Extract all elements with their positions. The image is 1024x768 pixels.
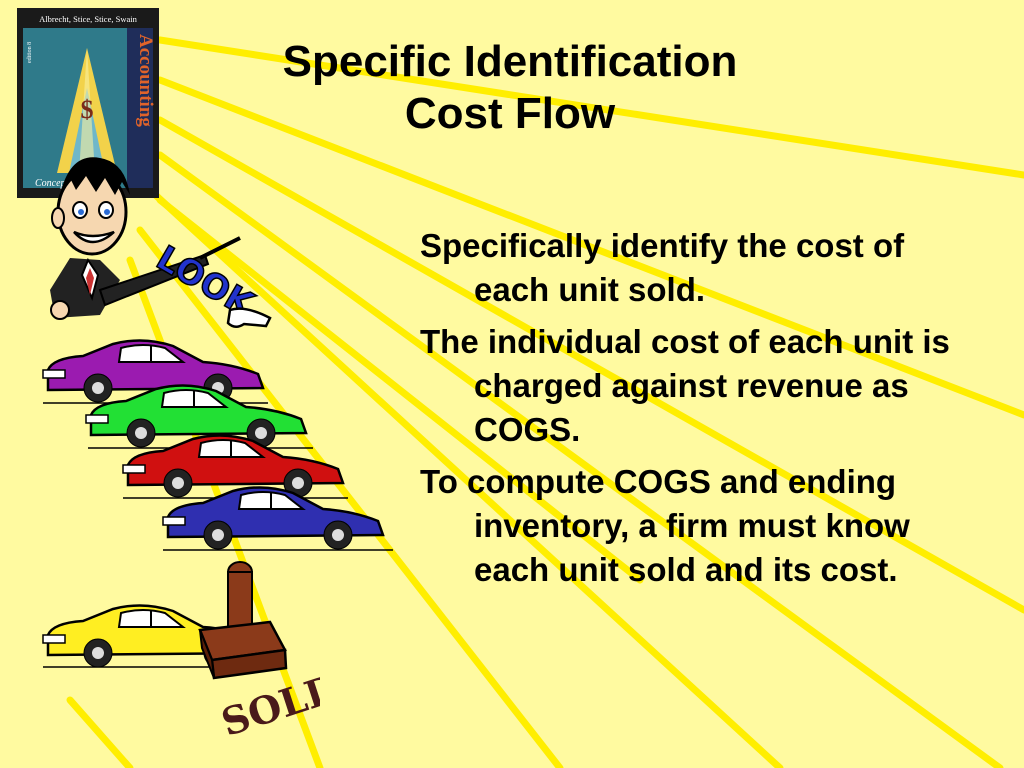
bullet-list: Specifically identify the cost of each u… [420,224,980,600]
rubber-stamp-icon: SOLD [198,561,320,740]
book-authors: Albrecht, Stice, Stice, Swain [39,14,137,24]
car-icon [161,486,385,551]
book-title: Accounting [135,34,156,127]
book-edition: edition 8 [27,42,33,63]
slide-title-line1: Specific Identification [282,37,738,86]
bullet-item: To compute COGS and ending inventory, a … [420,463,910,588]
svg-text:$: $ [81,95,94,124]
bullet-item: The individual cost of each unit is char… [420,323,950,448]
slide-title-line2: Cost Flow [404,89,616,138]
car-icon [121,434,345,499]
book-subtitle: Concep [35,178,66,189]
bullet-item: Specifically identify the cost of each u… [420,227,905,308]
cartoon-man-icon: LOOK [50,157,272,328]
